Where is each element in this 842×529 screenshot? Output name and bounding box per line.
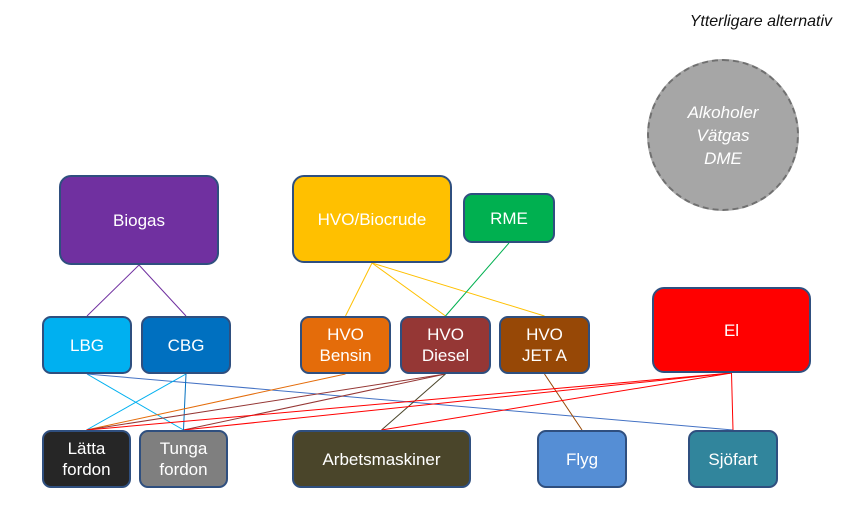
node-latta-fordon[interactable]: Lätta fordon	[42, 430, 131, 488]
edge-hvo_biocrude-hvo_bensin	[345, 262, 373, 317]
node-el-label: El	[723, 320, 740, 340]
node-el[interactable]: El	[652, 287, 811, 373]
node-lbg[interactable]: LBG	[42, 316, 132, 374]
edge-el-arbetsmaskiner	[381, 372, 732, 431]
edge-hvo_biocrude-hvo_diesel	[371, 262, 446, 317]
edge-el-tunga_fordon	[183, 372, 732, 431]
node-sjofart-label: Sjöfart	[708, 449, 758, 469]
node-arbetsmaskiner-label: Arbetsmaskiner	[322, 449, 441, 469]
node-arbetsmaskiner[interactable]: Arbetsmaskiner	[292, 430, 471, 488]
edge-hvo_diesel-tunga_fordon	[183, 373, 446, 431]
node-cbg-label: CBG	[167, 335, 205, 355]
edge-cbg-latta_fordon	[86, 373, 187, 431]
node-tunga-fordon[interactable]: Tunga fordon	[139, 430, 228, 488]
alternatives-list: Alkoholer Vätgas DME	[687, 102, 759, 168]
node-hvo-jet-a-label: HVO JET A	[521, 325, 568, 365]
node-tunga-fordon-label: Tunga fordon	[159, 439, 208, 479]
edge-el-sjofart	[731, 372, 734, 431]
node-hvo-bensin-label: HVO Bensin	[319, 325, 372, 365]
node-hvo-diesel-label: HVO Diesel	[421, 325, 470, 365]
node-sjofart[interactable]: Sjöfart	[688, 430, 778, 488]
node-latta-fordon-label: Lätta fordon	[62, 439, 111, 479]
node-hvo-bensin[interactable]: HVO Bensin	[300, 316, 391, 374]
node-biogas[interactable]: Biogas	[59, 175, 219, 265]
node-hvo-jet-a[interactable]: HVO JET A	[499, 316, 590, 374]
node-hvo-diesel[interactable]: HVO Diesel	[400, 316, 491, 374]
edge-biogas-cbg	[138, 264, 187, 317]
edge-lbg-sjofart	[86, 373, 734, 431]
node-hvo-biocrude[interactable]: HVO/Biocrude	[292, 175, 452, 263]
edge-hvo_bensin-latta_fordon	[86, 373, 346, 431]
edge-hvo_diesel-arbetsmaskiner	[381, 373, 446, 431]
node-flyg-label: Flyg	[565, 449, 599, 469]
edge-cbg-tunga_fordon	[183, 373, 187, 431]
edge-biogas-lbg	[86, 264, 140, 317]
node-lbg-label: LBG	[69, 335, 105, 355]
node-rme[interactable]: RME	[463, 193, 555, 243]
edge-hvo_jet_a-flyg	[544, 373, 583, 431]
edge-hvo_biocrude-hvo_jet_a	[371, 262, 545, 317]
edge-hvo_diesel-latta_fordon	[86, 373, 446, 431]
node-rme-label: RME	[490, 208, 528, 228]
node-biogas-label: Biogas	[113, 210, 165, 230]
alternatives-title: Ytterligare alternativ	[689, 13, 832, 30]
alternatives-circle: Alkoholer Vätgas DME	[647, 59, 799, 211]
edge-rme-hvo_diesel	[445, 242, 510, 317]
edge-el-latta_fordon	[86, 372, 732, 431]
node-cbg[interactable]: CBG	[141, 316, 231, 374]
node-hvo-biocrude-label: HVO/Biocrude	[317, 209, 427, 229]
node-flyg[interactable]: Flyg	[537, 430, 627, 488]
